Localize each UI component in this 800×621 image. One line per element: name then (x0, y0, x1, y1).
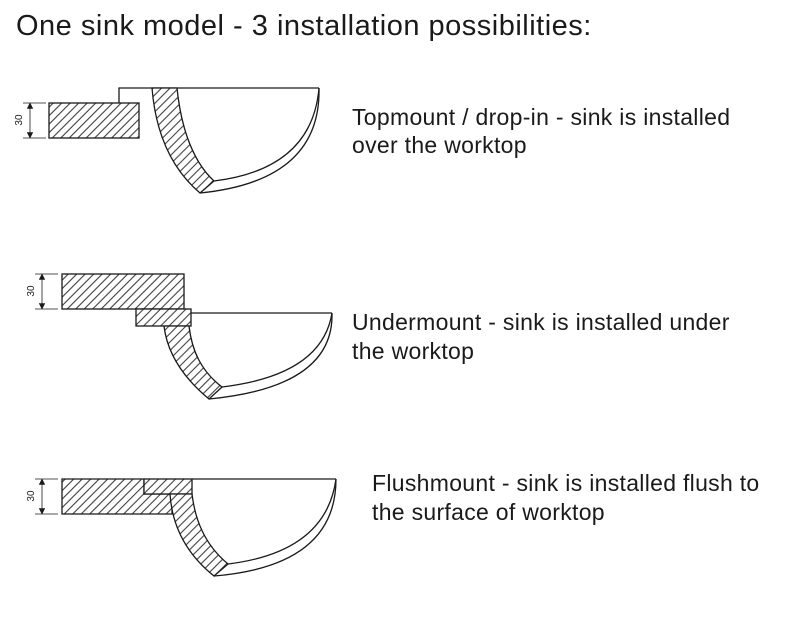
worktop-section (61, 273, 185, 310)
installation-row-undermount: 30 Undermount - sink is installed under … (14, 259, 800, 414)
sink-section (118, 87, 320, 194)
installation-row-topmount: 30 Topmount / drop-in - sink is installe… (14, 73, 800, 213)
worktop-section (48, 102, 140, 139)
installation-label: Flushmount - sink is installed flush to … (372, 470, 760, 525)
sink-section (143, 478, 337, 577)
flushmount-drawing: 30 (26, 478, 337, 577)
dimension-text: 30 (14, 114, 25, 126)
dimension-30: 30 (14, 102, 46, 139)
dimension-text: 30 (26, 285, 37, 297)
page-title: One sink model - 3 installation possibil… (16, 10, 592, 42)
dimension-text: 30 (26, 490, 37, 502)
installation-label: Undermount - sink is installed under the… (352, 309, 730, 364)
sink-section (135, 308, 333, 400)
installation-label: Topmount / drop-in - sink is installed o… (352, 103, 731, 158)
dimension-30: 30 (26, 273, 58, 310)
topmount-drawing: 30 (14, 87, 320, 194)
dimension-30: 30 (26, 478, 58, 515)
installation-row-flushmount: 30 Flushmount - sink is installed flush … (14, 444, 800, 599)
undermount-drawing: 30 (26, 273, 333, 400)
